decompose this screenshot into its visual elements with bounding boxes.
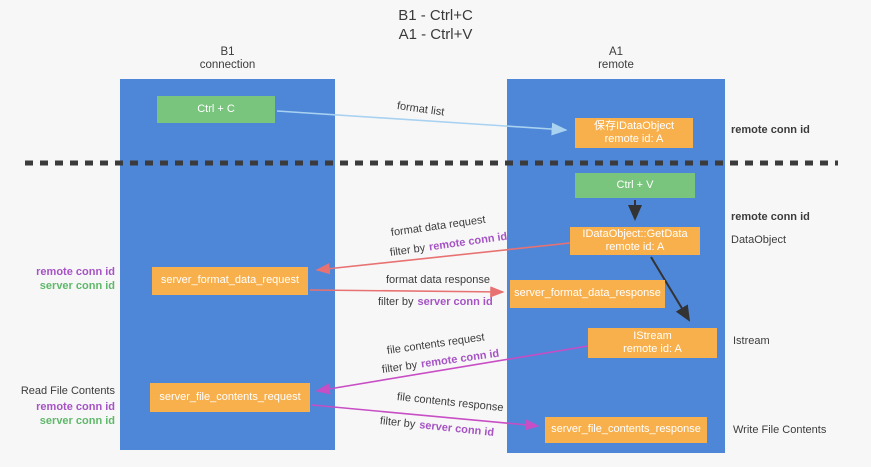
node-server-file-contents-request-label: server_file_contents_request xyxy=(159,390,301,403)
node-server-format-data-response-label: server_format_data_response xyxy=(514,287,661,300)
node-idataobject-getdata: IDataObject::GetData remote id: A xyxy=(570,227,700,255)
lane-b1-name: B1 xyxy=(220,46,235,58)
file-contents-response-text: file contents response xyxy=(396,391,505,415)
diagram-title: B1 - Ctrl+C A1 - Ctrl+V xyxy=(0,6,871,44)
arrow-format-data-response xyxy=(309,286,505,298)
node-server-file-contents-request: server_file_contents_request xyxy=(150,383,310,412)
edge-label-format-list: format list xyxy=(396,100,445,119)
node-server-file-contents-response-label: server_file_contents_response xyxy=(551,423,701,436)
annotation-left-remote-conn-id-bottom: remote conn id xyxy=(36,401,115,413)
annotation-istream: Istream xyxy=(733,335,770,347)
node-save-idataobject: 保存IDataObject remote id: A xyxy=(575,118,693,148)
node-ctrl-v: Ctrl + V xyxy=(575,173,695,198)
edge-label-format-data-response: format data response xyxy=(386,274,490,286)
server-conn-id-text: server conn id xyxy=(417,296,493,308)
annotation-read-file-contents: Read File Contents xyxy=(20,385,115,397)
node-server-file-contents-response: server_file_contents_response xyxy=(545,417,707,443)
filter-by-text: filter by xyxy=(389,242,426,259)
edge-label-file-contents-response: file contents response xyxy=(396,391,504,414)
node-ctrl-c: Ctrl + C xyxy=(157,96,275,123)
server-conn-id-text: server conn id xyxy=(418,419,495,439)
node-idataobject-getdata-line1: IDataObject::GetData xyxy=(582,227,688,240)
lane-header-a1: A1 remote xyxy=(507,46,725,72)
filter-by-text: filter by xyxy=(381,359,418,376)
lane-a1-name: A1 xyxy=(608,46,624,58)
annotation-left-server-conn-id-bottom: server conn id xyxy=(39,415,115,427)
annotation-remote-conn-id-mid: remote conn id xyxy=(731,211,810,223)
format-list-text: format list xyxy=(396,100,446,119)
node-istream-line1: IStream xyxy=(633,329,672,342)
node-server-format-data-request: server_format_data_request xyxy=(152,267,308,295)
annotation-write-file-contents: Write File Contents xyxy=(733,424,827,436)
annotation-left-server-conn-id-top: server conn id xyxy=(39,280,115,292)
node-istream-line2: remote id: A xyxy=(623,343,682,355)
node-save-idataobject-line2: remote id: A xyxy=(604,133,664,145)
title-line-1: B1 - Ctrl+C xyxy=(398,7,473,24)
annotation-remote-conn-id-top: remote conn id xyxy=(731,124,810,136)
lane-b1-role: connection xyxy=(199,59,256,71)
node-istream: IStream remote id: A xyxy=(588,328,717,358)
remote-conn-id-text: remote conn id xyxy=(420,347,500,371)
node-idataobject-getdata-line2: remote id: A xyxy=(605,241,665,253)
node-ctrl-v-label: Ctrl + V xyxy=(616,178,654,191)
filter-by-text: filter by xyxy=(379,415,416,431)
node-server-format-data-response: server_format_data_response xyxy=(510,280,665,308)
annotation-dataobject: DataObject xyxy=(731,234,787,246)
remote-conn-id-text: remote conn id xyxy=(428,230,508,254)
annotation-left-remote-conn-id-top: remote conn id xyxy=(36,266,115,278)
format-data-response-text: format data response xyxy=(386,274,490,286)
title-line-2: A1 - Ctrl+V xyxy=(398,26,473,43)
node-server-format-data-request-label: server_format_data_request xyxy=(160,274,300,287)
node-save-idataobject-line1: 保存IDataObject xyxy=(593,119,675,132)
filter-by-text: filter by xyxy=(378,296,414,308)
node-ctrl-c-label: Ctrl + C xyxy=(197,102,235,115)
lane-a1-role: remote xyxy=(598,59,634,71)
lane-header-b1: B1 connection xyxy=(120,46,335,72)
